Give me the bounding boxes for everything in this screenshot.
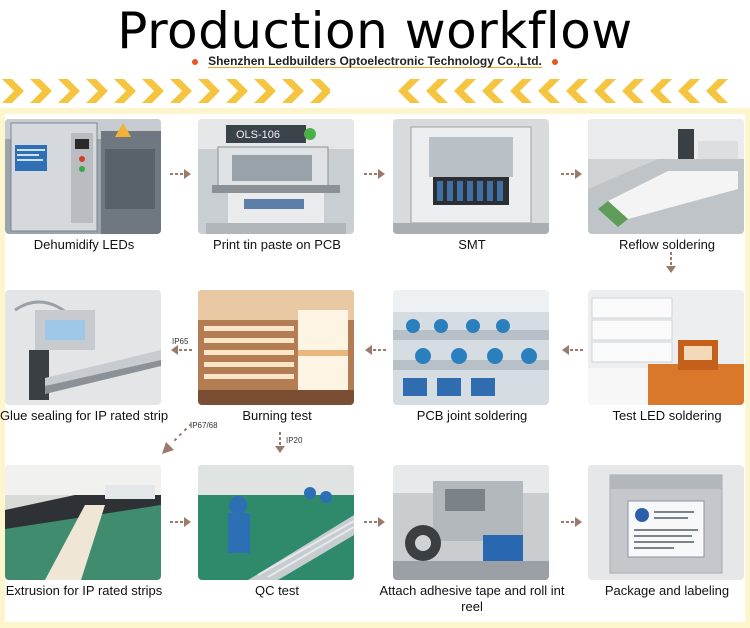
qc-test-workshop-photo bbox=[198, 465, 354, 580]
step-label: Package and labeling bbox=[604, 583, 730, 598]
arrow-left-icon bbox=[171, 345, 192, 355]
arrow-right-icon bbox=[561, 517, 582, 527]
arrow-right-icon bbox=[561, 169, 582, 179]
soldering-workshop-photo bbox=[393, 290, 549, 405]
led-test-bench-photo bbox=[588, 290, 744, 405]
arrow-diagonal-icon bbox=[162, 422, 193, 454]
step-label: Extrusion for IP rated strips bbox=[5, 583, 163, 598]
arrow-left-icon bbox=[365, 345, 386, 355]
step-label: Burning test bbox=[242, 408, 312, 423]
glue-sealing-machine-photo bbox=[5, 290, 161, 405]
extrusion-line-photo bbox=[5, 465, 161, 580]
page-title: Production workflow bbox=[117, 2, 633, 60]
bullet-dot-icon bbox=[551, 58, 558, 65]
step-label: Reflow soldering bbox=[618, 237, 716, 252]
arrow-right-icon bbox=[364, 169, 385, 179]
burning-test-rack-photo bbox=[198, 290, 354, 405]
ip20-tag: IP20 bbox=[286, 436, 303, 445]
step-label: PCB joint soldering bbox=[416, 408, 528, 423]
step-label: Print tin paste on PCB bbox=[213, 237, 341, 252]
stencil-printer-photo: OLS-106 bbox=[198, 119, 354, 234]
chevron-left-decoration-icon bbox=[396, 76, 750, 106]
arrow-down-icon bbox=[666, 252, 676, 273]
ip6768-tag: IP67/68 bbox=[190, 421, 218, 430]
ip65-tag: IP65 bbox=[172, 337, 189, 346]
dehumidifier-oven-photo bbox=[5, 119, 161, 234]
company-name: Shenzhen Ledbuilders Optoelectronic Tech… bbox=[208, 54, 542, 68]
arrow-left-icon bbox=[562, 345, 583, 355]
antistatic-bag-photo bbox=[588, 465, 744, 580]
machine-model-text: OLS-106 bbox=[236, 129, 280, 141]
step-label: QC test bbox=[254, 583, 300, 598]
smt-machine-photo bbox=[393, 119, 549, 234]
step-label: Attach adhesive tape and roll int reel bbox=[379, 583, 565, 614]
reflow-oven-photo bbox=[588, 119, 744, 234]
tape-reel-machine-photo bbox=[393, 465, 549, 580]
arrow-right-icon bbox=[170, 517, 191, 527]
step-label: Glue sealing for IP rated strip bbox=[0, 408, 169, 423]
arrow-right-icon bbox=[170, 169, 191, 179]
step-label: Dehumidify LEDs bbox=[33, 237, 135, 252]
step-label: Test LED soldering bbox=[612, 408, 722, 423]
chevron-right-decoration-icon bbox=[0, 76, 330, 106]
step-label: SMT bbox=[458, 237, 486, 252]
bullet-dot-icon bbox=[192, 58, 199, 65]
arrow-down-icon bbox=[275, 432, 285, 453]
company-subtitle: Shenzhen Ledbuilders Optoelectronic Tech… bbox=[0, 54, 750, 68]
arrow-right-icon bbox=[364, 517, 385, 527]
